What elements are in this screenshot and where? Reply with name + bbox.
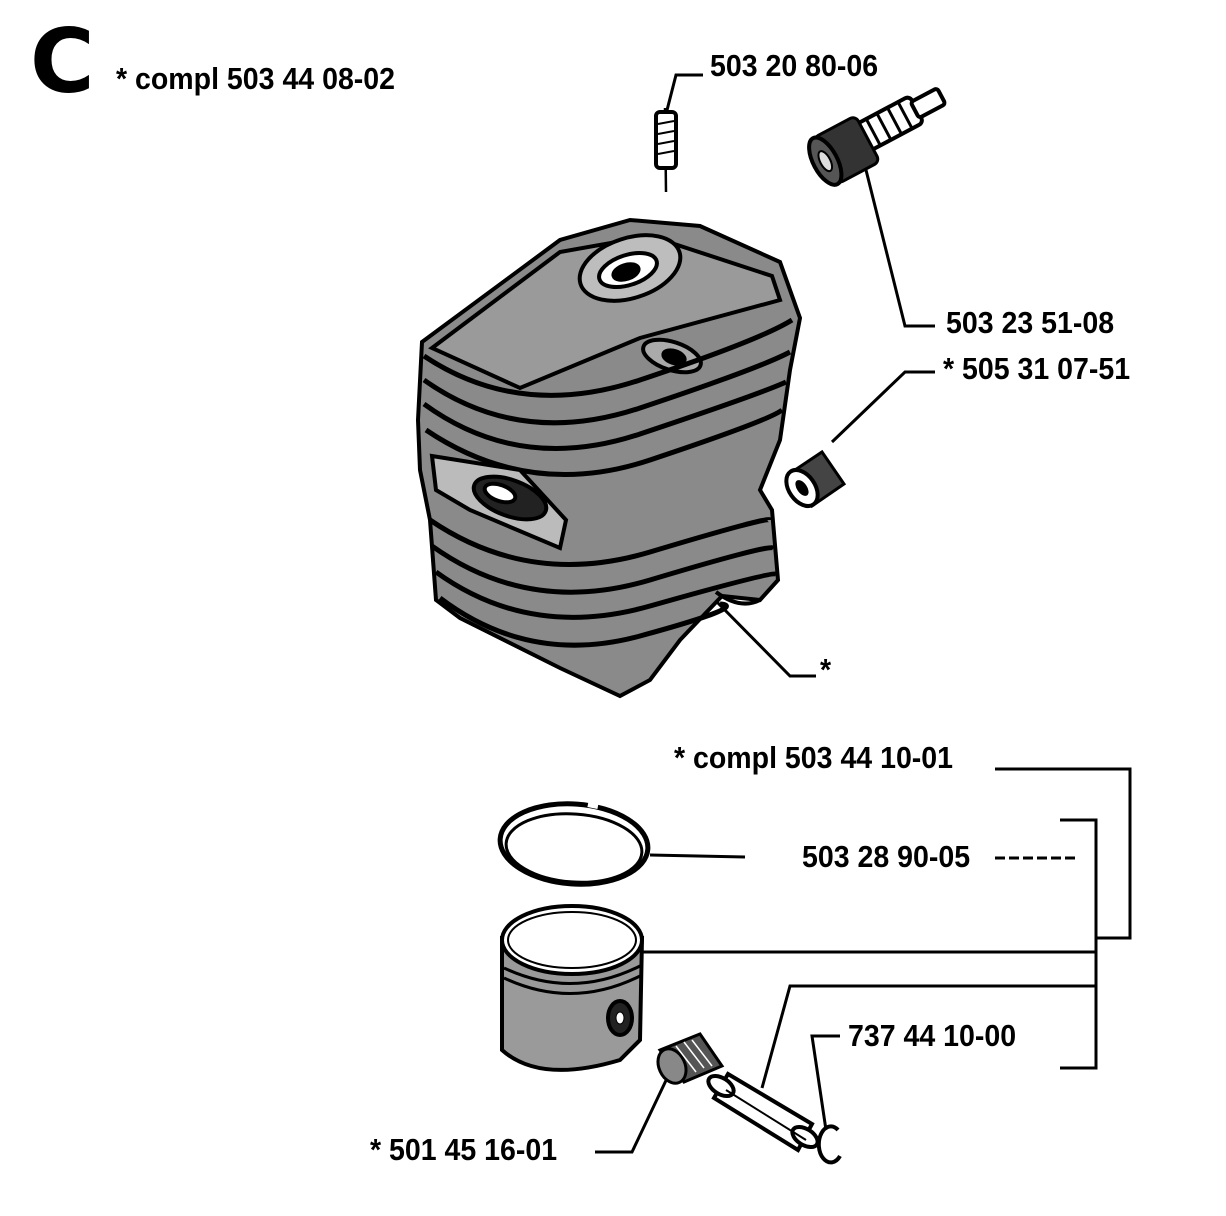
label-cylinder-mark: * [820, 652, 832, 687]
piston-ring-part [497, 801, 651, 887]
leader-piston-ring [649, 853, 746, 859]
label-bushing: * 505 31 07-51 [943, 351, 1131, 386]
leader-stud [663, 73, 703, 119]
bushing-part [784, 449, 847, 509]
leader-needle-bearing [595, 1071, 672, 1154]
label-decompression-valve: 503 23 51-08 [946, 305, 1115, 340]
label-piston-kit: * compl 503 44 10-01 [674, 740, 954, 775]
decompression-valve-part [807, 87, 947, 187]
section-letter: C [30, 10, 95, 113]
label-cylinder-assembly: * compl 503 44 08-02 [116, 61, 396, 96]
bracket-inner [1060, 818, 1098, 1070]
label-piston-ring: 503 28 90-05 [802, 839, 971, 874]
piston-pin-part [706, 1071, 820, 1153]
leader-circlip [810, 1034, 840, 1131]
label-circlip: 737 44 10-00 [848, 1018, 1017, 1053]
leader-decompression-valve [864, 169, 935, 328]
needle-bearing-part [656, 1032, 725, 1085]
leader-cylinder-mark [713, 598, 816, 678]
bracket-piston-kit [995, 767, 1132, 940]
piston-part [500, 904, 645, 1072]
leader-lines [595, 73, 1132, 1154]
circlip-part [816, 1124, 842, 1165]
label-needle-bearing: * 501 45 16-01 [370, 1132, 558, 1167]
label-stud: 503 20 80-06 [710, 48, 879, 83]
cylinder-part [415, 217, 803, 699]
leader-pin [760, 984, 1096, 1089]
leader-bushing [830, 370, 935, 444]
stud-part [654, 107, 678, 193]
